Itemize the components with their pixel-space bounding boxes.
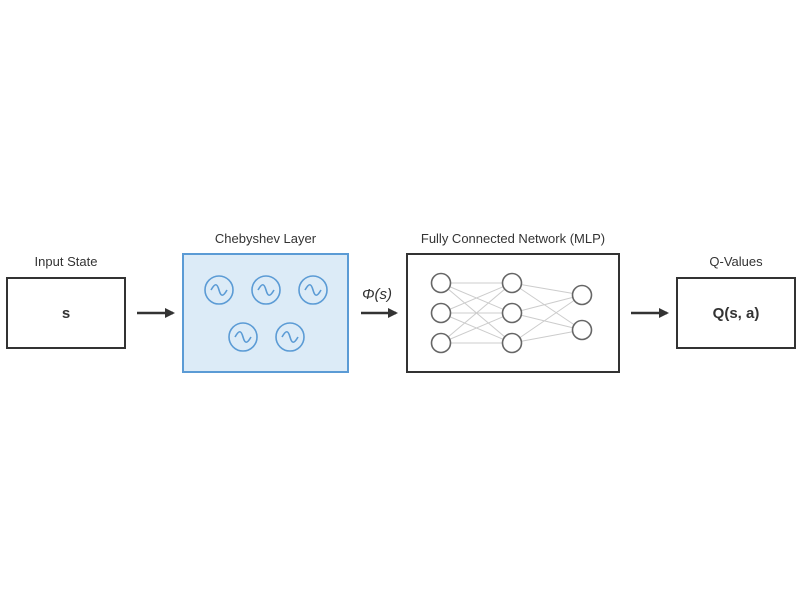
input-state-title: Input State [34,254,98,269]
q-values-title: Q-Values [709,254,763,269]
mlp-box [406,253,620,373]
chebyshev-layer-box [182,253,349,373]
mlp-title: Fully Connected Network (MLP) [420,231,606,246]
q-values-box: Q(s, a) [676,277,796,349]
phi-label: Φ(s) [362,286,393,303]
q-values-symbol: Q(s, a) [712,304,760,322]
input-state-symbol: s [61,304,71,322]
chebyshev-layer-title: Chebyshev Layer [214,231,317,246]
input-state-box: s [6,277,126,349]
